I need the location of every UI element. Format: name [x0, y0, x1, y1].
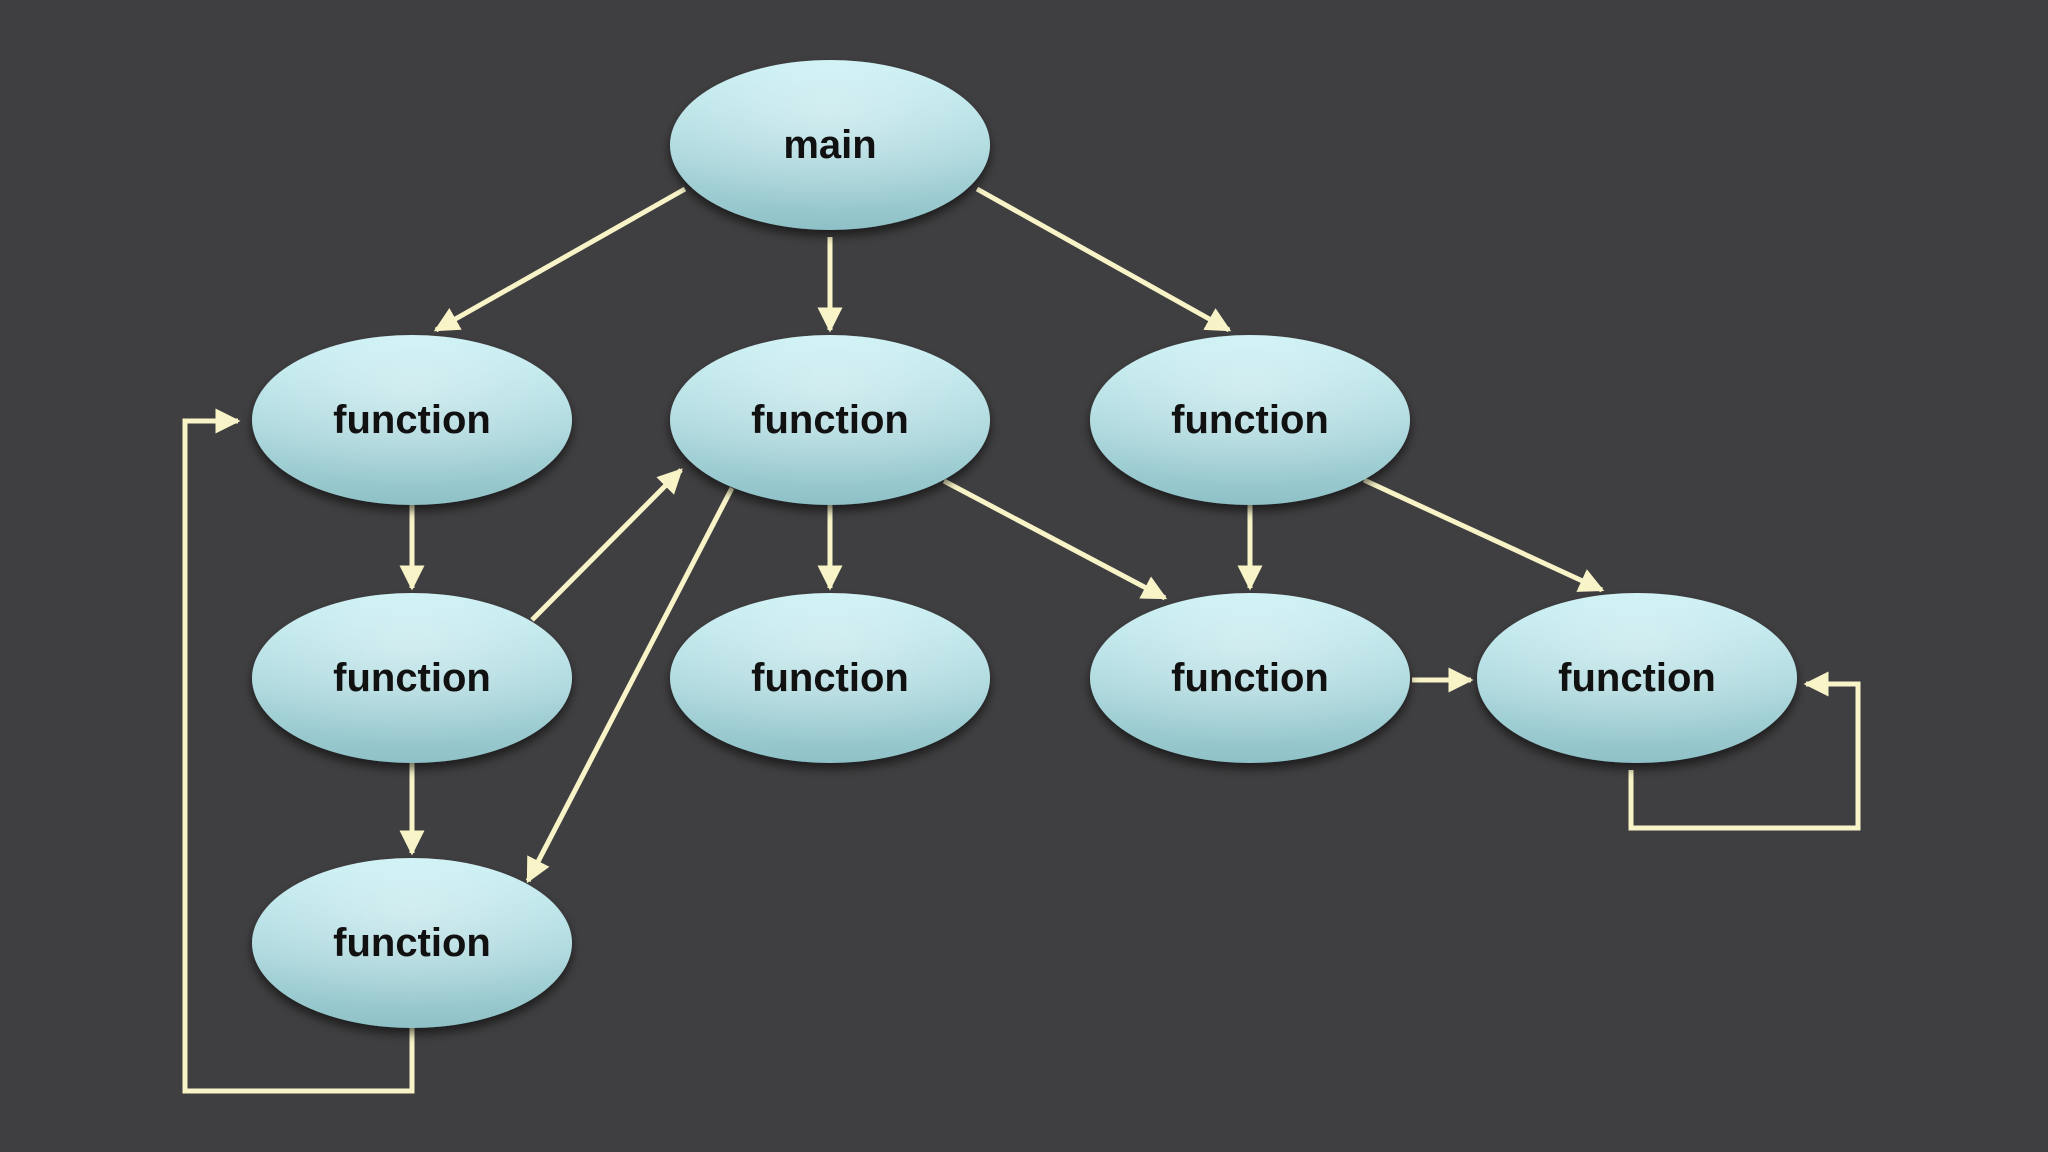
node-function-left-mid-highlight: [252, 593, 572, 763]
node-function-far-right: function: [1477, 593, 1797, 763]
node-function-center-label: function: [751, 398, 909, 442]
node-function-right-mid-highlight: [1090, 593, 1410, 763]
edge-main-to-function-right: [975, 186, 1232, 333]
edge-function-left-mid-to-function-center: [530, 468, 683, 622]
node-function-left-label: function: [333, 398, 491, 442]
node-function-right-mid: function: [1090, 593, 1410, 763]
node-function-left-bottom-highlight: [252, 858, 572, 1028]
node-main-label: main: [783, 123, 876, 167]
node-function-far-right-label: function: [1558, 656, 1716, 700]
node-function-far-right-highlight: [1477, 593, 1797, 763]
node-function-left-bottom: function: [252, 858, 572, 1028]
node-main: main: [670, 60, 990, 230]
node-function-left-highlight: [252, 335, 572, 505]
edge-function-far-right-self-loop: [1628, 671, 1861, 831]
node-function-center: function: [670, 335, 990, 505]
node-function-right-highlight: [1090, 335, 1410, 505]
node-function-center-mid-label: function: [751, 656, 909, 700]
node-function-center-highlight: [670, 335, 990, 505]
node-function-right-mid-label: function: [1171, 656, 1329, 700]
node-function-left-mid: function: [252, 593, 572, 763]
edge-function-center-to-function-right-mid: [942, 478, 1168, 601]
edge-main-to-function-left: [433, 186, 687, 333]
node-function-right: function: [1090, 335, 1410, 505]
node-function-left-bottom-label: function: [333, 921, 491, 965]
nodes: main function function function function…: [252, 60, 1797, 1028]
node-main-highlight: [670, 60, 990, 230]
node-function-left-mid-label: function: [333, 656, 491, 700]
edges: [182, 186, 1861, 1094]
edge-function-left-bottom-loop-to-function-left: [182, 408, 415, 1094]
edge-function-right-to-function-far-right: [1362, 477, 1605, 593]
node-function-center-mid: function: [670, 593, 990, 763]
node-function-right-label: function: [1171, 398, 1329, 442]
node-function-center-mid-highlight: [670, 593, 990, 763]
edge-function-center-to-function-left-bottom: [525, 486, 735, 884]
node-function-left: function: [252, 335, 572, 505]
